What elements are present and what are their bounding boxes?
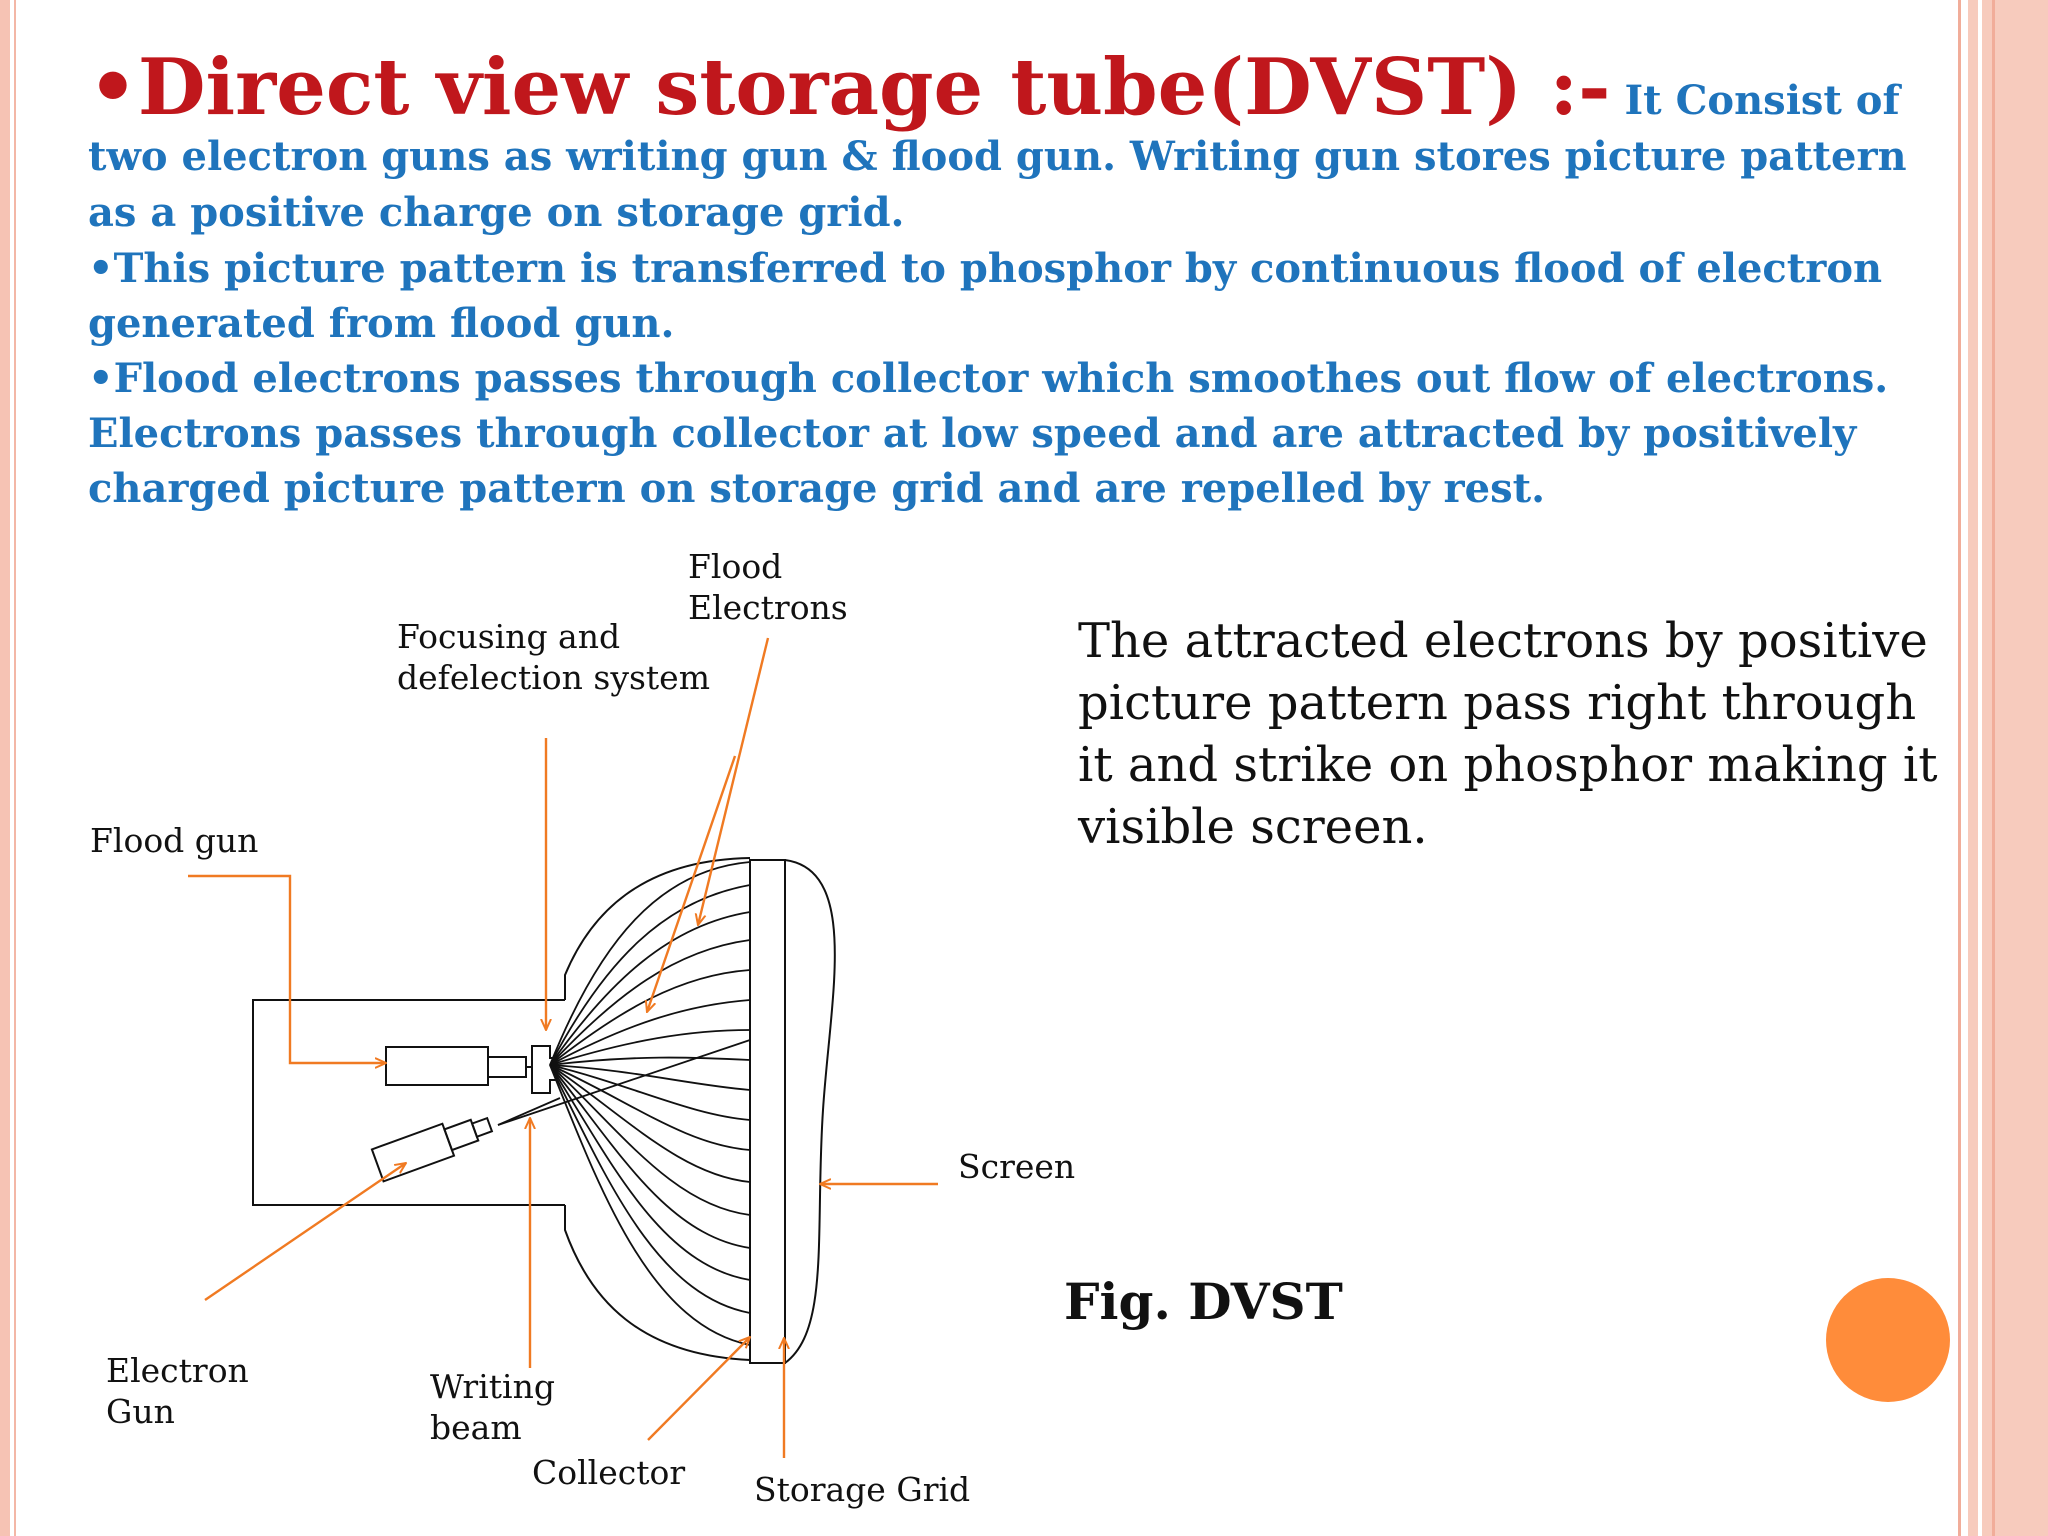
flood-gun-shape bbox=[385, 1045, 557, 1094]
label-collector: Collector bbox=[532, 1453, 686, 1492]
flood-gun-arrow bbox=[188, 874, 386, 1063]
screen-face bbox=[784, 859, 836, 1364]
slide-frame-right-line bbox=[1978, 0, 1982, 1536]
flood-electrons-arrow-a bbox=[698, 637, 770, 925]
label-focusing-line1: Focusing and bbox=[397, 617, 621, 656]
label-screen: Screen bbox=[958, 1147, 1076, 1186]
slide-frame-left bbox=[0, 0, 10, 1536]
intro-text: It Consist of two electron guns as writi… bbox=[88, 77, 1907, 236]
electron-gun-arrow bbox=[204, 1163, 406, 1301]
label-focusing-system: Focusing and defelection system bbox=[397, 616, 710, 698]
label-flood-electrons-line1: Flood bbox=[688, 547, 783, 586]
label-writing-beam-line2: beam bbox=[430, 1408, 522, 1447]
slide-body: •Direct view storage tube(DVST) :- It Co… bbox=[88, 49, 1968, 516]
tube-outline bbox=[252, 857, 836, 1364]
collector-arrow bbox=[647, 1337, 750, 1441]
bullet-phosphor-transfer: •This picture pattern is transferred to … bbox=[88, 245, 1883, 347]
label-storage-grid: Storage Grid bbox=[754, 1470, 971, 1509]
label-writing-beam-line1: Writing bbox=[430, 1367, 555, 1406]
slide-title: •Direct view storage tube(DVST) :- bbox=[88, 42, 1611, 133]
label-electron-gun: Electron Gun bbox=[106, 1350, 249, 1432]
figure-caption: Fig. DVST bbox=[1064, 1272, 1343, 1331]
label-flood-gun: Flood gun bbox=[90, 821, 259, 860]
decorative-orange-dot bbox=[1826, 1278, 1950, 1402]
electron-flood-lines bbox=[497, 861, 751, 1346]
label-flood-electrons: Flood Electrons bbox=[688, 546, 848, 628]
label-arrows bbox=[188, 637, 938, 1458]
label-focusing-line2: defelection system bbox=[397, 658, 710, 697]
slide-frame-right-line bbox=[1992, 0, 1995, 1536]
intro-paragraph: •Direct view storage tube(DVST) :- It Co… bbox=[88, 49, 1968, 241]
electron-gun-shape bbox=[370, 1116, 494, 1183]
bullet-flood-electrons: •Flood electrons passes through collecto… bbox=[88, 355, 1889, 512]
label-electron-gun-line1: Electron bbox=[106, 1351, 249, 1390]
side-explanation-text: The attracted electrons by positive pict… bbox=[1078, 613, 1938, 855]
label-flood-electrons-line2: Electrons bbox=[688, 588, 848, 627]
storage-grid bbox=[749, 859, 786, 1364]
label-writing-beam: Writing beam bbox=[430, 1366, 555, 1448]
slide-frame-right-line bbox=[1958, 0, 1961, 1536]
label-electron-gun-line2: Gun bbox=[106, 1392, 175, 1431]
flood-electrons-arrow-b bbox=[647, 755, 737, 1012]
slide-frame-left-line bbox=[14, 0, 16, 1536]
